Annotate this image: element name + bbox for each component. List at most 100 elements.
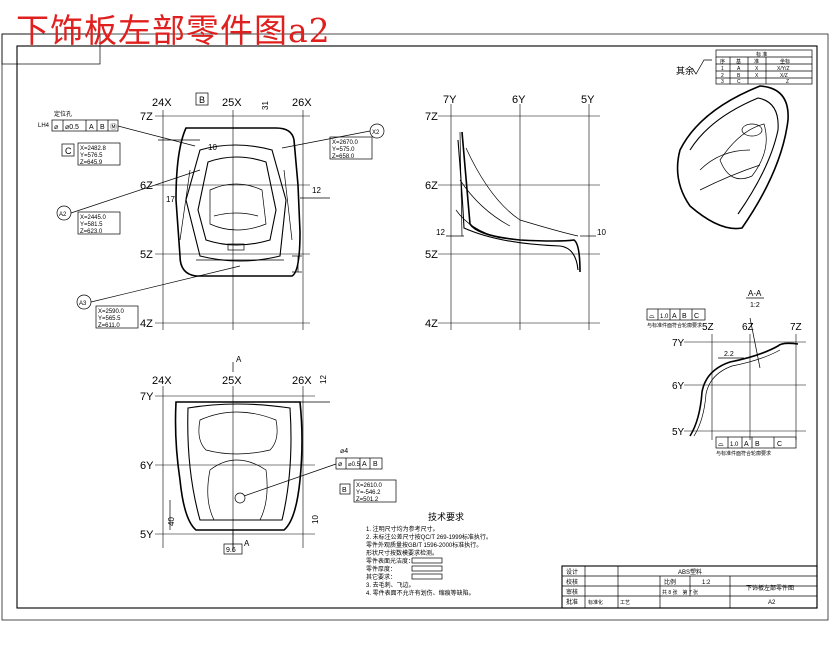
tech-item-8: 3. 去毛刺、飞边。 bbox=[366, 581, 415, 589]
svg-text:Y=565.5: Y=565.5 bbox=[98, 316, 121, 322]
side-view: 7Y 6Y 5Y 7Z 6Z 5Z 4Z 12 10 bbox=[425, 94, 606, 330]
side-dim-12: 12 bbox=[436, 228, 445, 237]
svg-text:共 8 张 第 7 张: 共 8 张 第 7 张 bbox=[662, 589, 698, 596]
svg-text:1.0: 1.0 bbox=[660, 314, 669, 320]
callout-a2: A2 X=2445.0 Y=581.5 Z=623.0 bbox=[56, 169, 201, 235]
svg-text:C: C bbox=[694, 313, 699, 320]
svg-text:1.0: 1.0 bbox=[730, 442, 739, 448]
tech-item-9: 4. 零件表面不允许有划伤、缩痕等缺陷。 bbox=[366, 589, 475, 597]
svg-text:⌀4: ⌀4 bbox=[340, 448, 348, 455]
svg-text:A3: A3 bbox=[79, 301, 87, 307]
svg-text:Y=576.5: Y=576.5 bbox=[80, 153, 103, 159]
svg-text:Z=611.0: Z=611.0 bbox=[98, 323, 120, 329]
front-dim-17: 17 bbox=[166, 195, 175, 204]
side-x-label-2: 6Y bbox=[512, 94, 526, 106]
side-y-label-4: 4Z bbox=[425, 318, 438, 330]
top-dim-12: 12 bbox=[319, 375, 328, 384]
svg-text:X=2590.0: X=2590.0 bbox=[98, 309, 125, 315]
svg-text:X=2610.0: X=2610.0 bbox=[356, 483, 383, 489]
callout-a1: X=2482.8 Y=576.5 Z=645.9 bbox=[77, 142, 121, 166]
tech-item-3: 零件外观质量按GB/T 1596-2000标准执行。 bbox=[366, 541, 482, 549]
top-hole bbox=[234, 492, 246, 504]
front-dim-10: 10 bbox=[208, 143, 217, 152]
svg-text:B: B bbox=[737, 73, 741, 79]
isometric-view bbox=[676, 85, 789, 230]
svg-text:A: A bbox=[672, 313, 677, 320]
svg-text:X/Y/Z: X/Y/Z bbox=[777, 66, 790, 72]
front-x-label-2: 25X bbox=[222, 97, 242, 109]
side-y-label-3: 5Z bbox=[425, 249, 438, 261]
section-x-label-2: 6Z bbox=[742, 322, 754, 333]
svg-text:⌓: ⌓ bbox=[718, 441, 724, 448]
front-view: 24X 25X 26X 7Z 6Z 5Z 4Z B 10 17 12 31 定位… bbox=[38, 92, 385, 330]
tech-item-7: 其它要求： bbox=[366, 573, 396, 581]
front-x-label-3: 26X bbox=[292, 97, 312, 109]
top-x-label-3: 26X bbox=[292, 375, 312, 387]
svg-text:Z=623.0: Z=623.0 bbox=[80, 229, 103, 235]
tech-title: 技术要求 bbox=[428, 511, 464, 522]
roughness-symbol bbox=[691, 59, 712, 75]
svg-text:Y=575.0: Y=575.0 bbox=[332, 147, 355, 153]
tech-item-4: 形状尺寸按数模要求检测。 bbox=[366, 549, 438, 557]
top-y-label-1: 7Y bbox=[140, 391, 154, 403]
svg-text:A: A bbox=[737, 66, 741, 72]
svg-text:⌀0.5: ⌀0.5 bbox=[348, 462, 361, 468]
svg-text:C: C bbox=[737, 79, 741, 85]
top-dim-box bbox=[223, 543, 243, 555]
svg-text:X=2670.0: X=2670.0 bbox=[332, 140, 359, 146]
svg-text:B: B bbox=[373, 461, 378, 468]
svg-text:A2: A2 bbox=[768, 600, 776, 606]
svg-text:基: 基 bbox=[736, 58, 741, 65]
section-view: A-A 1:2 ⌓ 1.0 A B C 与标准件面符合轮廓要求 5Z 6Z 7Z… bbox=[646, 289, 806, 457]
outer-frame bbox=[1, 33, 829, 621]
top-y-label-3: 5Y bbox=[140, 529, 154, 541]
svg-text:工艺: 工艺 bbox=[620, 600, 630, 606]
front-fcf: ⌀ ⌀0.5 A B Ⓜ bbox=[51, 119, 119, 132]
svg-text:准: 准 bbox=[754, 58, 759, 65]
svg-text:⌓: ⌓ bbox=[649, 313, 655, 320]
svg-text:Y=581.5: Y=581.5 bbox=[80, 222, 103, 228]
svg-text:B: B bbox=[682, 313, 687, 320]
side-dim-10: 10 bbox=[597, 228, 606, 237]
svg-text:B: B bbox=[755, 441, 760, 448]
top-dim-9-6: 9.6 bbox=[226, 547, 236, 554]
front-y-label-1: 7Z bbox=[140, 111, 153, 123]
svg-text:Z: Z bbox=[786, 79, 789, 85]
front-datum-text: B bbox=[199, 95, 205, 105]
svg-text:X=2482.8: X=2482.8 bbox=[80, 146, 107, 152]
top-dim-10: 10 bbox=[311, 515, 320, 524]
section-y-label-1: 7Y bbox=[672, 338, 685, 349]
section-fcf-2: ⌓ 1.0 A B C bbox=[715, 436, 797, 449]
section-scale: 1:2 bbox=[750, 302, 760, 309]
svg-text:2: 2 bbox=[721, 73, 724, 79]
svg-text:X: X bbox=[755, 73, 759, 79]
svg-text:比例: 比例 bbox=[664, 578, 676, 586]
section-label: A-A bbox=[748, 289, 762, 298]
svg-text:A: A bbox=[744, 441, 749, 448]
section-y-label-3: 5Y bbox=[672, 427, 685, 438]
front-slot bbox=[227, 243, 245, 251]
svg-text:A2: A2 bbox=[59, 212, 67, 218]
section-dim: 2.2 bbox=[724, 351, 734, 358]
svg-text:X=2445.0: X=2445.0 bbox=[80, 215, 107, 221]
title-block: 设计 校核 审核 批准 ABS塑料 比例 1:2 下饰板左部零件图 共 8 张 … bbox=[561, 565, 818, 609]
revision-table: 标 准 序 基 准 坐标 1 A X X/Y/Z 2 B X X/Z 3 C Z bbox=[715, 49, 813, 85]
svg-text:⌀0.5: ⌀0.5 bbox=[65, 124, 79, 131]
tech-item-1: 1. 注明尺寸均为参考尺寸。 bbox=[366, 525, 439, 533]
code-box bbox=[1, 33, 101, 65]
svg-text:X: X bbox=[755, 66, 759, 72]
svg-text:设计: 设计 bbox=[566, 568, 578, 576]
page-title: 下饰板左部零件图a2 bbox=[16, 11, 331, 50]
svg-text:Y=-546.2: Y=-546.2 bbox=[356, 490, 381, 496]
svg-text:Z=645.9: Z=645.9 bbox=[80, 160, 103, 166]
section-y-label-2: 6Y bbox=[672, 381, 685, 392]
front-fcf-c-label: C bbox=[65, 146, 72, 156]
top-dim-40: 40 bbox=[167, 517, 176, 526]
side-x-label-3: 5Y bbox=[581, 94, 595, 106]
top-fcf: ⌀4 ⌀ ⌀0.5 A B bbox=[335, 448, 383, 470]
callout-a3: A3 X=2590.0 Y=565.5 Z=611.0 bbox=[76, 265, 241, 329]
svg-text:A: A bbox=[362, 461, 367, 468]
callout-b: B X=2610.0 Y=-546.2 Z=501.2 bbox=[243, 463, 397, 503]
svg-text:C: C bbox=[777, 441, 782, 448]
svg-text:A: A bbox=[89, 124, 94, 131]
